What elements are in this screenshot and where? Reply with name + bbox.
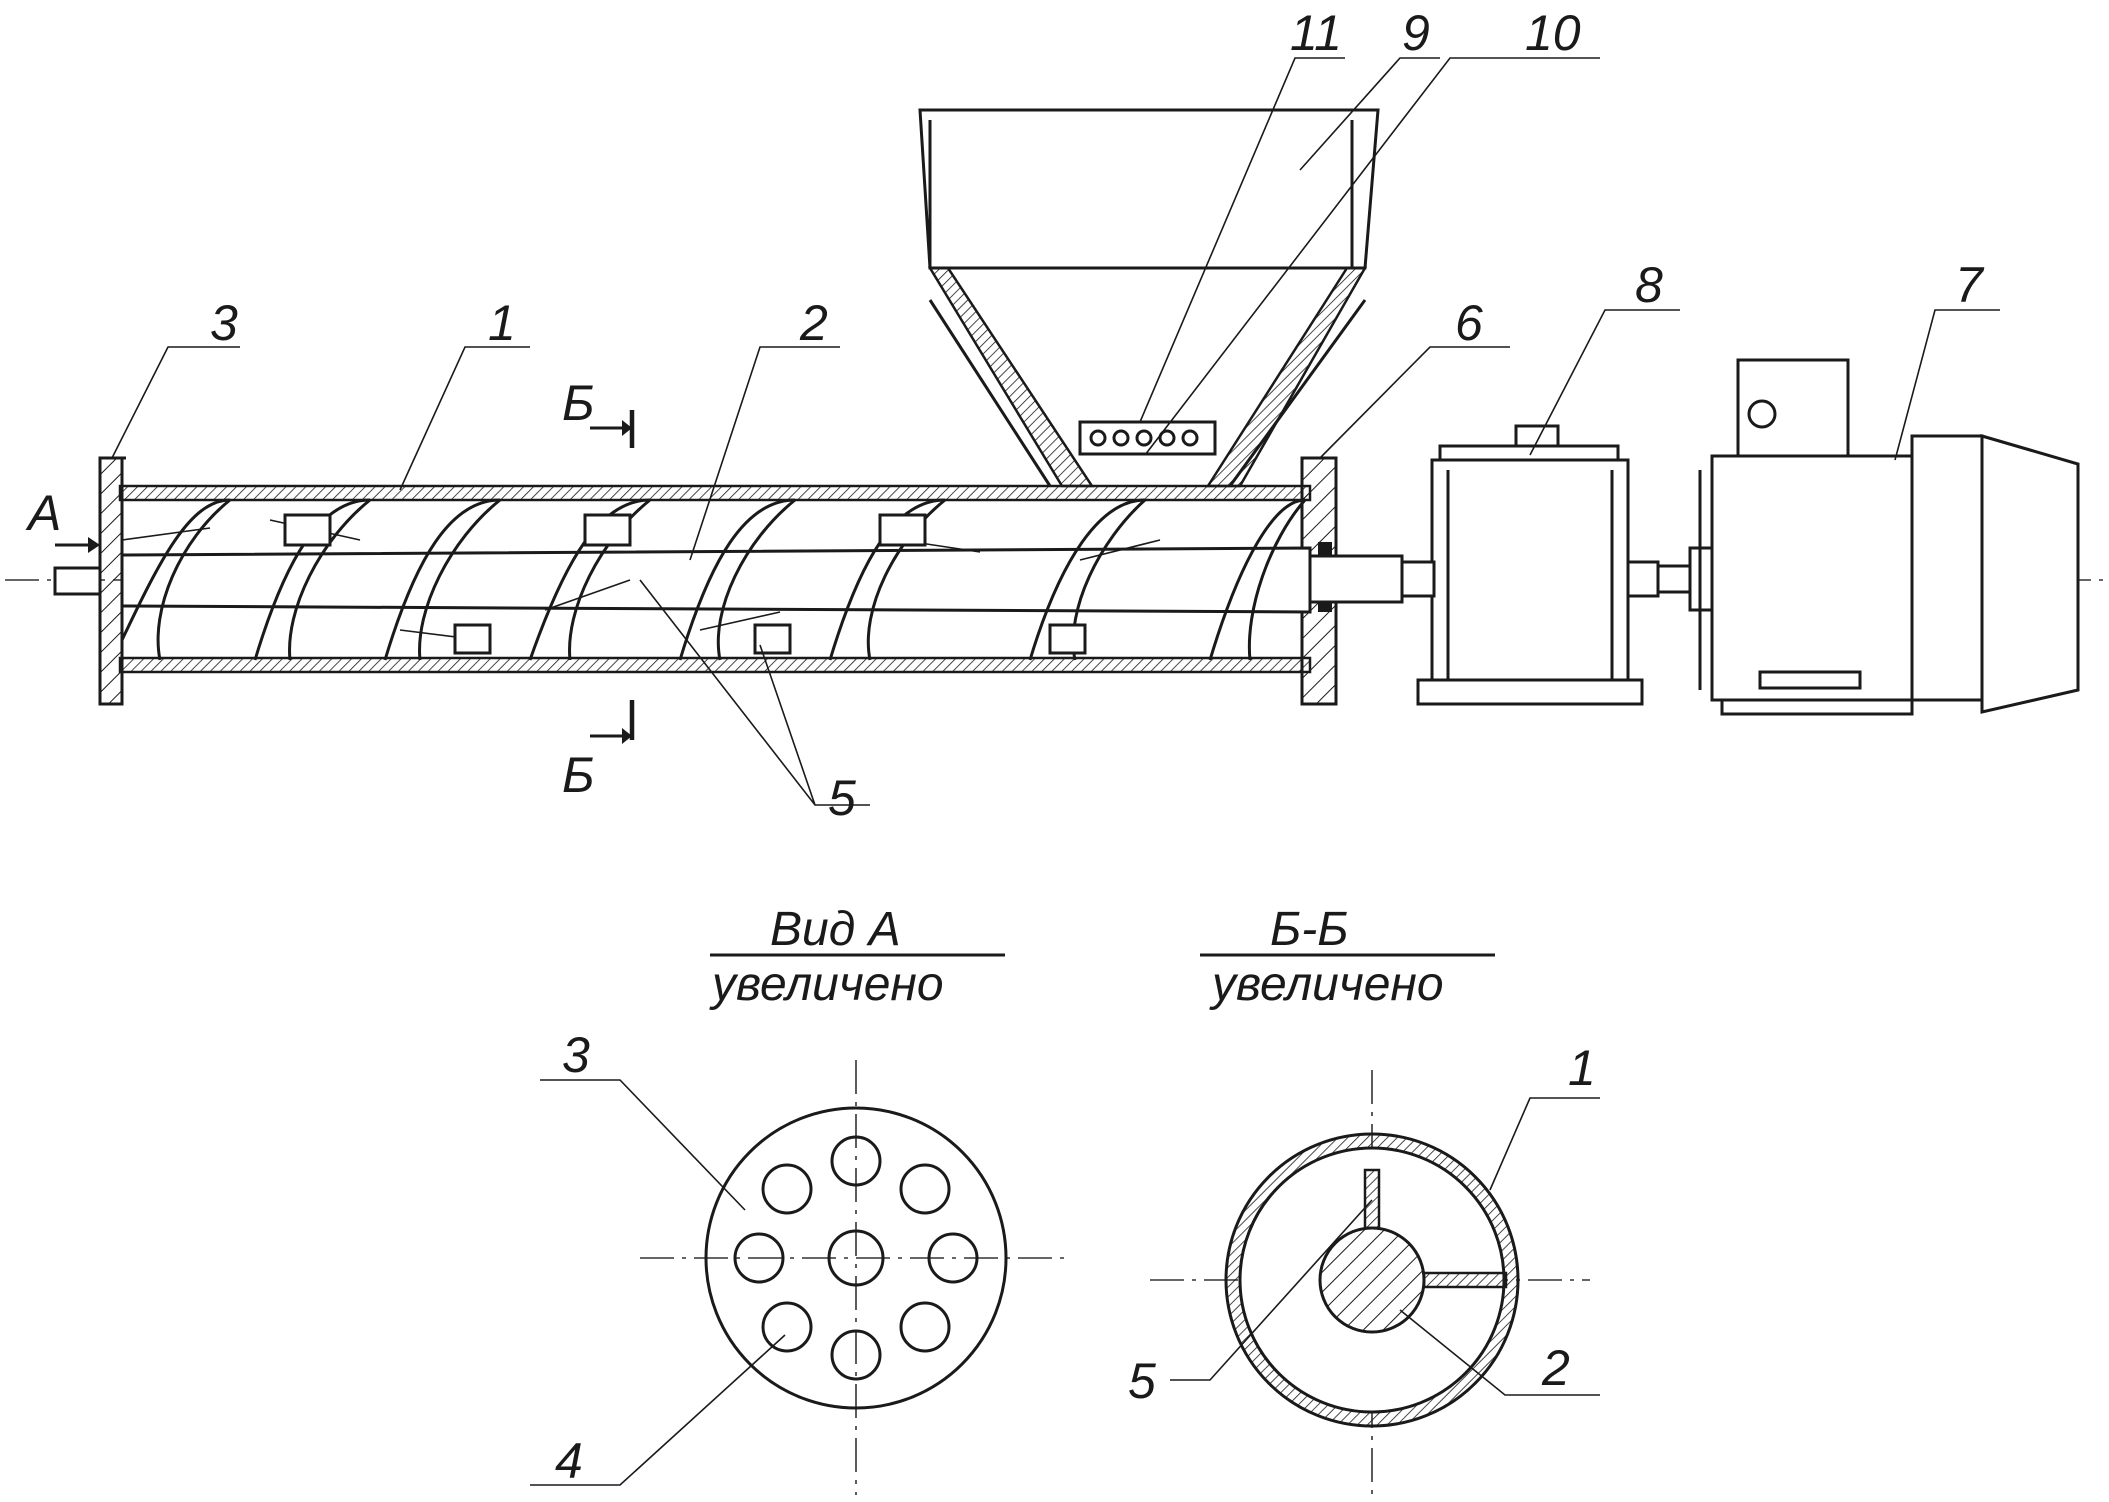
feed-sensor-window bbox=[1078, 420, 1217, 456]
label-1-main: 1 bbox=[488, 295, 516, 351]
section-title: Б-Б bbox=[1270, 903, 1348, 956]
label-5-main: 5 bbox=[828, 770, 856, 826]
mixing-pins bbox=[283, 513, 1087, 655]
leader-4-detail bbox=[530, 1334, 786, 1486]
label-6: 6 bbox=[1455, 295, 1483, 351]
leader-5-section bbox=[1170, 1199, 1373, 1381]
label-4-detail: 4 bbox=[555, 1433, 583, 1489]
barrel bbox=[118, 484, 1312, 674]
label-11: 11 bbox=[1290, 5, 1342, 61]
die-plate bbox=[53, 456, 126, 706]
label-3-detail: 3 bbox=[562, 1027, 590, 1083]
barrel-cross-section bbox=[1150, 1070, 1590, 1495]
label-10: 10 bbox=[1525, 5, 1581, 61]
leader-1-section bbox=[1489, 1097, 1600, 1191]
label-2-section: 2 bbox=[1541, 1340, 1570, 1396]
leader-3-detail bbox=[540, 1079, 746, 1211]
section-marks bbox=[55, 410, 635, 744]
label-3-main: 3 bbox=[210, 295, 238, 351]
leader-lines bbox=[111, 57, 2000, 806]
label-7: 7 bbox=[1955, 257, 1985, 313]
label-section-b-bottom: Б bbox=[562, 747, 595, 803]
electric-motor bbox=[1656, 358, 2080, 716]
view-a-title: Вид А bbox=[770, 903, 901, 956]
label-8: 8 bbox=[1635, 257, 1663, 313]
label-1-section: 1 bbox=[1568, 1040, 1596, 1096]
label-view-a-arrow: А bbox=[25, 485, 61, 541]
label-9: 9 bbox=[1402, 5, 1430, 61]
screw-flights bbox=[120, 498, 1307, 661]
view-a-caption: увеличено bbox=[709, 958, 944, 1011]
gearbox bbox=[1400, 424, 1660, 706]
label-2-main: 2 bbox=[799, 295, 828, 351]
die-plate-detail bbox=[640, 1060, 1072, 1495]
label-5-section: 5 bbox=[1128, 1353, 1156, 1409]
label-section-b-top: Б bbox=[562, 375, 595, 431]
section-caption: увеличено bbox=[1209, 958, 1444, 1011]
leader-2-section bbox=[1399, 1309, 1600, 1396]
hopper bbox=[918, 108, 1380, 488]
